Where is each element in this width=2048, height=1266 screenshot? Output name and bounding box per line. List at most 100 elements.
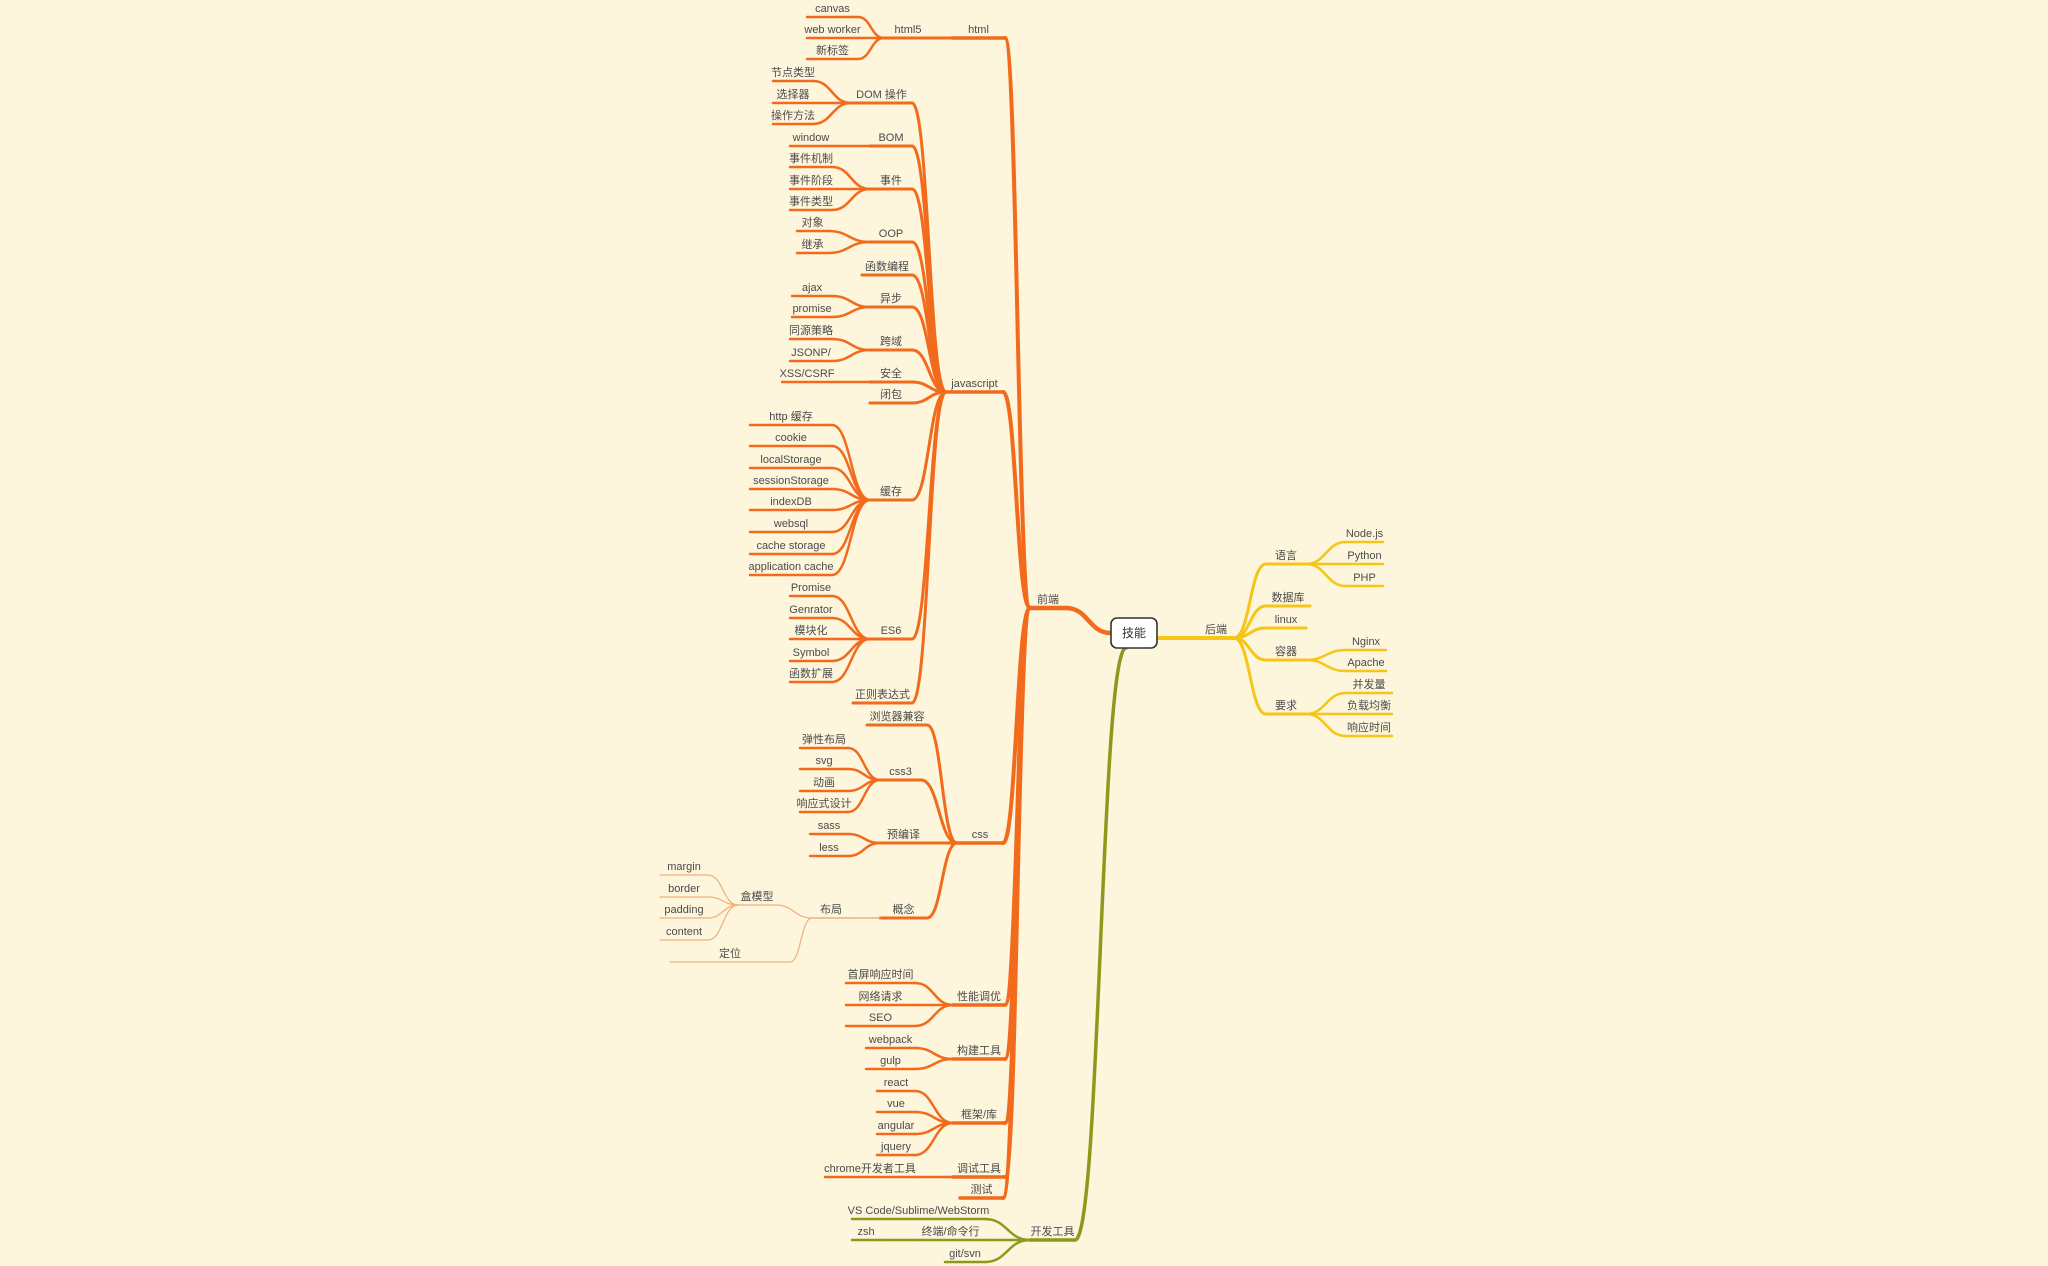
node-frontend-html-html5-1[interactable]: web worker — [803, 24, 861, 36]
node-frontend-javascript-cache-6[interactable]: cache storage — [756, 540, 825, 552]
node-frontend-javascript-cache-5[interactable]: websql — [773, 518, 808, 530]
node-frontend-perf-label[interactable]: 性能调优 — [957, 989, 1001, 1003]
node-frontend-javascript-es6-2[interactable]: 模块化 — [795, 623, 828, 637]
node-frontend-javascript-es6-label[interactable]: ES6 — [881, 625, 902, 637]
node-frontend-javascript-cache-2[interactable]: localStorage — [760, 454, 821, 466]
node-frontend-debug-label[interactable]: 调试工具 — [957, 1162, 1001, 1175]
node-frontend-javascript-cache-3[interactable]: sessionStorage — [753, 475, 829, 487]
node-frontend-javascript-cache-0[interactable]: http 缓存 — [769, 409, 812, 423]
node-frontend-perf-2[interactable]: SEO — [869, 1012, 893, 1024]
node-frontend-css-css3-2[interactable]: 动画 — [813, 776, 835, 789]
node-frontend-perf-0[interactable]: 首屏响应时间 — [848, 967, 914, 981]
node-frontend-javascript-label[interactable]: javascript — [950, 378, 997, 390]
node-devtools-label[interactable]: 开发工具 — [1031, 1224, 1075, 1238]
node-backend-language-0[interactable]: Node.js — [1346, 528, 1384, 540]
node-frontend-javascript-cache-7[interactable]: application cache — [748, 561, 833, 573]
node-frontend-css-precompile-1[interactable]: less — [819, 842, 839, 854]
node-frontend-perf-1[interactable]: 网络请求 — [859, 989, 903, 1003]
node-frontend-javascript-event-0[interactable]: 事件机制 — [789, 151, 833, 165]
node-frontend-css-concept-layout-boxmodel-label[interactable]: 盒模型 — [741, 889, 774, 903]
node-backend-database-label[interactable]: 数据库 — [1272, 590, 1305, 604]
node-backend-requirements-0[interactable]: 并发量 — [1353, 677, 1386, 691]
node-frontend-javascript-dom-1[interactable]: 选择器 — [777, 87, 810, 101]
node-frontend-javascript-async-0[interactable]: ajax — [802, 282, 823, 294]
node-backend-language-label[interactable]: 语言 — [1275, 549, 1297, 562]
node-frontend-javascript-security-label[interactable]: 安全 — [880, 366, 902, 380]
node-backend-label[interactable]: 后端 — [1205, 623, 1227, 636]
node-frontend-css-precompile-0[interactable]: sass — [818, 820, 841, 832]
node-backend-container-0[interactable]: Nginx — [1352, 636, 1381, 648]
node-devtools-vcs-label[interactable]: git/svn — [949, 1248, 981, 1260]
node-frontend-javascript-oop-label[interactable]: OOP — [879, 228, 903, 240]
node-frontend-javascript-crossdomain-label[interactable]: 跨域 — [880, 335, 902, 348]
node-frontend-javascript-dom-2[interactable]: 操作方法 — [771, 108, 815, 122]
node-frontend-javascript-crossdomain-1[interactable]: JSONP/ — [791, 347, 832, 359]
node-backend-container-label[interactable]: 容器 — [1275, 644, 1297, 658]
node-frontend-javascript-es6-1[interactable]: Genrator — [789, 604, 833, 616]
node-frontend-css-concept-layout-position-label[interactable]: 定位 — [719, 946, 741, 960]
node-backend-container-1[interactable]: Apache — [1347, 657, 1384, 669]
node-frontend-css-concept-layout-boxmodel-0[interactable]: margin — [667, 861, 701, 873]
node-frontend-css-css3-3[interactable]: 响应式设计 — [797, 796, 852, 810]
node-backend-linux-label[interactable]: linux — [1275, 614, 1298, 626]
node-frontend-css-precompile-label[interactable]: 预编译 — [887, 827, 920, 841]
node-frontend-html-html5-0[interactable]: canvas — [815, 3, 850, 15]
node-devtools-terminal-0[interactable]: zsh — [857, 1226, 874, 1238]
node-frontend-javascript-security-0[interactable]: XSS/CSRF — [779, 368, 834, 380]
node-frontend-css-concept-layout-label[interactable]: 布局 — [820, 903, 842, 916]
node-frontend-css-css3-0[interactable]: 弹性布局 — [802, 732, 846, 746]
node-frontend-css-concept-label[interactable]: 概念 — [893, 902, 915, 916]
node-frontend-css-css3-1[interactable]: svg — [815, 755, 832, 767]
node-frontend-build-0[interactable]: webpack — [868, 1034, 913, 1046]
node-frontend-html-html5-2[interactable]: 新标签 — [816, 43, 849, 57]
node-frontend-framework-label[interactable]: 框架/库 — [961, 1108, 997, 1121]
node-frontend-framework-0[interactable]: react — [884, 1077, 908, 1089]
node-frontend-javascript-regex-label[interactable]: 正则表达式 — [855, 687, 910, 701]
connector-line — [913, 1121, 955, 1157]
node-frontend-javascript-event-2[interactable]: 事件类型 — [789, 194, 833, 208]
node-frontend-javascript-cache-label[interactable]: 缓存 — [880, 484, 902, 498]
node-backend-requirements-2[interactable]: 响应时间 — [1347, 720, 1391, 734]
node-frontend-css-concept-layout-boxmodel-1[interactable]: border — [668, 883, 700, 895]
node-backend-language-1[interactable]: Python — [1347, 550, 1381, 562]
node-frontend-javascript-bom-label[interactable]: BOM — [878, 132, 903, 144]
node-backend-language-2[interactable]: PHP — [1353, 572, 1376, 584]
node-frontend-javascript-event-label[interactable]: 事件 — [880, 174, 902, 187]
node-frontend-javascript-async-1[interactable]: promise — [792, 303, 831, 315]
node-frontend-debug-0[interactable]: chrome开发者工具 — [824, 1161, 916, 1175]
node-frontend-framework-1[interactable]: vue — [887, 1098, 905, 1110]
node-frontend-javascript-cache-1[interactable]: cookie — [775, 432, 807, 444]
node-frontend-test-label[interactable]: 测试 — [971, 1183, 993, 1196]
node-frontend-build-label[interactable]: 构建工具 — [957, 1043, 1001, 1057]
node-backend-requirements-label[interactable]: 要求 — [1275, 699, 1297, 712]
node-frontend-javascript-dom-label[interactable]: DOM 操作 — [856, 87, 907, 101]
node-frontend-label[interactable]: 前端 — [1037, 592, 1059, 606]
node-frontend-css-css3-label[interactable]: css3 — [889, 766, 912, 778]
node-frontend-javascript-oop-1[interactable]: 继承 — [802, 238, 824, 251]
node-backend-requirements-1[interactable]: 负载均衡 — [1347, 698, 1391, 712]
node-frontend-css-concept-layout-boxmodel-2[interactable]: padding — [664, 904, 703, 916]
node-frontend-javascript-es6-4[interactable]: 函数扩展 — [789, 666, 833, 680]
node-devtools-editors-label[interactable]: VS Code/Sublime/WebStorm — [848, 1205, 990, 1217]
node-frontend-javascript-dom-0[interactable]: 节点类型 — [771, 65, 815, 79]
node-frontend-javascript-es6-0[interactable]: Promise — [791, 582, 831, 594]
node-frontend-javascript-crossdomain-0[interactable]: 同源策略 — [789, 323, 833, 337]
node-frontend-javascript-async-label[interactable]: 异步 — [880, 292, 902, 305]
root-node[interactable]: 技能 — [1110, 617, 1158, 649]
node-frontend-framework-3[interactable]: jquery — [880, 1141, 911, 1153]
node-devtools-terminal-label[interactable]: 终端/命令行 — [921, 1224, 979, 1238]
node-frontend-javascript-bom-0[interactable]: window — [792, 132, 830, 144]
node-frontend-javascript-event-1[interactable]: 事件阶段 — [789, 173, 833, 187]
node-frontend-javascript-cache-4[interactable]: indexDB — [770, 496, 812, 508]
node-frontend-html-label[interactable]: html — [968, 24, 989, 36]
node-frontend-css-label[interactable]: css — [972, 829, 989, 841]
node-frontend-html-html5-label[interactable]: html5 — [895, 24, 922, 36]
node-frontend-javascript-es6-3[interactable]: Symbol — [793, 647, 830, 659]
node-frontend-build-1[interactable]: gulp — [880, 1055, 901, 1067]
node-frontend-javascript-oop-0[interactable]: 对象 — [802, 215, 824, 229]
node-frontend-framework-2[interactable]: angular — [878, 1120, 915, 1132]
node-frontend-css-concept-layout-boxmodel-3[interactable]: content — [666, 926, 702, 938]
node-frontend-javascript-closure-label[interactable]: 闭包 — [880, 388, 902, 401]
node-frontend-javascript-functional-label[interactable]: 函数编程 — [865, 259, 909, 273]
node-frontend-css-compat-label[interactable]: 浏览器兼容 — [870, 709, 925, 723]
